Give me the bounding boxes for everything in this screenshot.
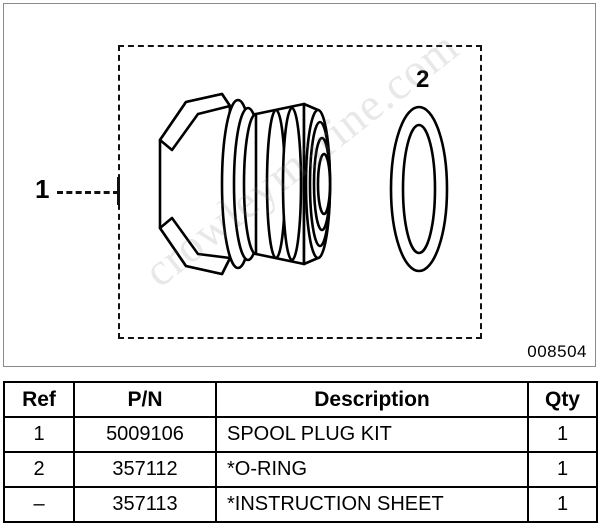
illustration-panel: 1 2 008504 <box>3 3 596 367</box>
cell-qty: 1 <box>527 416 598 453</box>
cell-part-number: 357112 <box>73 451 217 488</box>
cell-ref: 2 <box>3 451 75 488</box>
parts-table: Ref P/N Description Qty 1 5009106 SPOOL … <box>3 381 598 523</box>
cell-description: *O-RING <box>215 451 529 488</box>
column-header-pn: P/N <box>73 381 217 418</box>
drawing-number: 008504 <box>527 342 587 361</box>
table-header-row: Ref P/N Description Qty <box>3 381 598 418</box>
table-row: 1 5009106 SPOOL PLUG KIT 1 <box>3 416 598 453</box>
table-row: – 357113 *INSTRUCTION SHEET 1 <box>3 486 598 523</box>
callout-label-2: 2 <box>416 66 430 93</box>
callout-label-1: 1 <box>35 174 50 204</box>
table-row: 2 357112 *O-RING 1 <box>3 451 598 488</box>
callout-1-leader-tick <box>117 177 120 205</box>
column-header-description: Description <box>215 381 529 418</box>
cell-description: *INSTRUCTION SHEET <box>215 486 529 523</box>
cell-part-number: 357113 <box>73 486 217 523</box>
cell-ref: – <box>3 486 75 523</box>
column-header-ref: Ref <box>3 381 75 418</box>
cell-qty: 1 <box>527 486 598 523</box>
callout-1-leader-line <box>57 191 119 194</box>
spool-plug-drawing <box>158 92 332 276</box>
cell-description: SPOOL PLUG KIT <box>215 416 529 453</box>
cell-ref: 1 <box>3 416 75 453</box>
o-ring-drawing <box>389 105 449 273</box>
column-header-qty: Qty <box>527 381 598 418</box>
cell-part-number: 5009106 <box>73 416 217 453</box>
cell-qty: 1 <box>527 451 598 488</box>
